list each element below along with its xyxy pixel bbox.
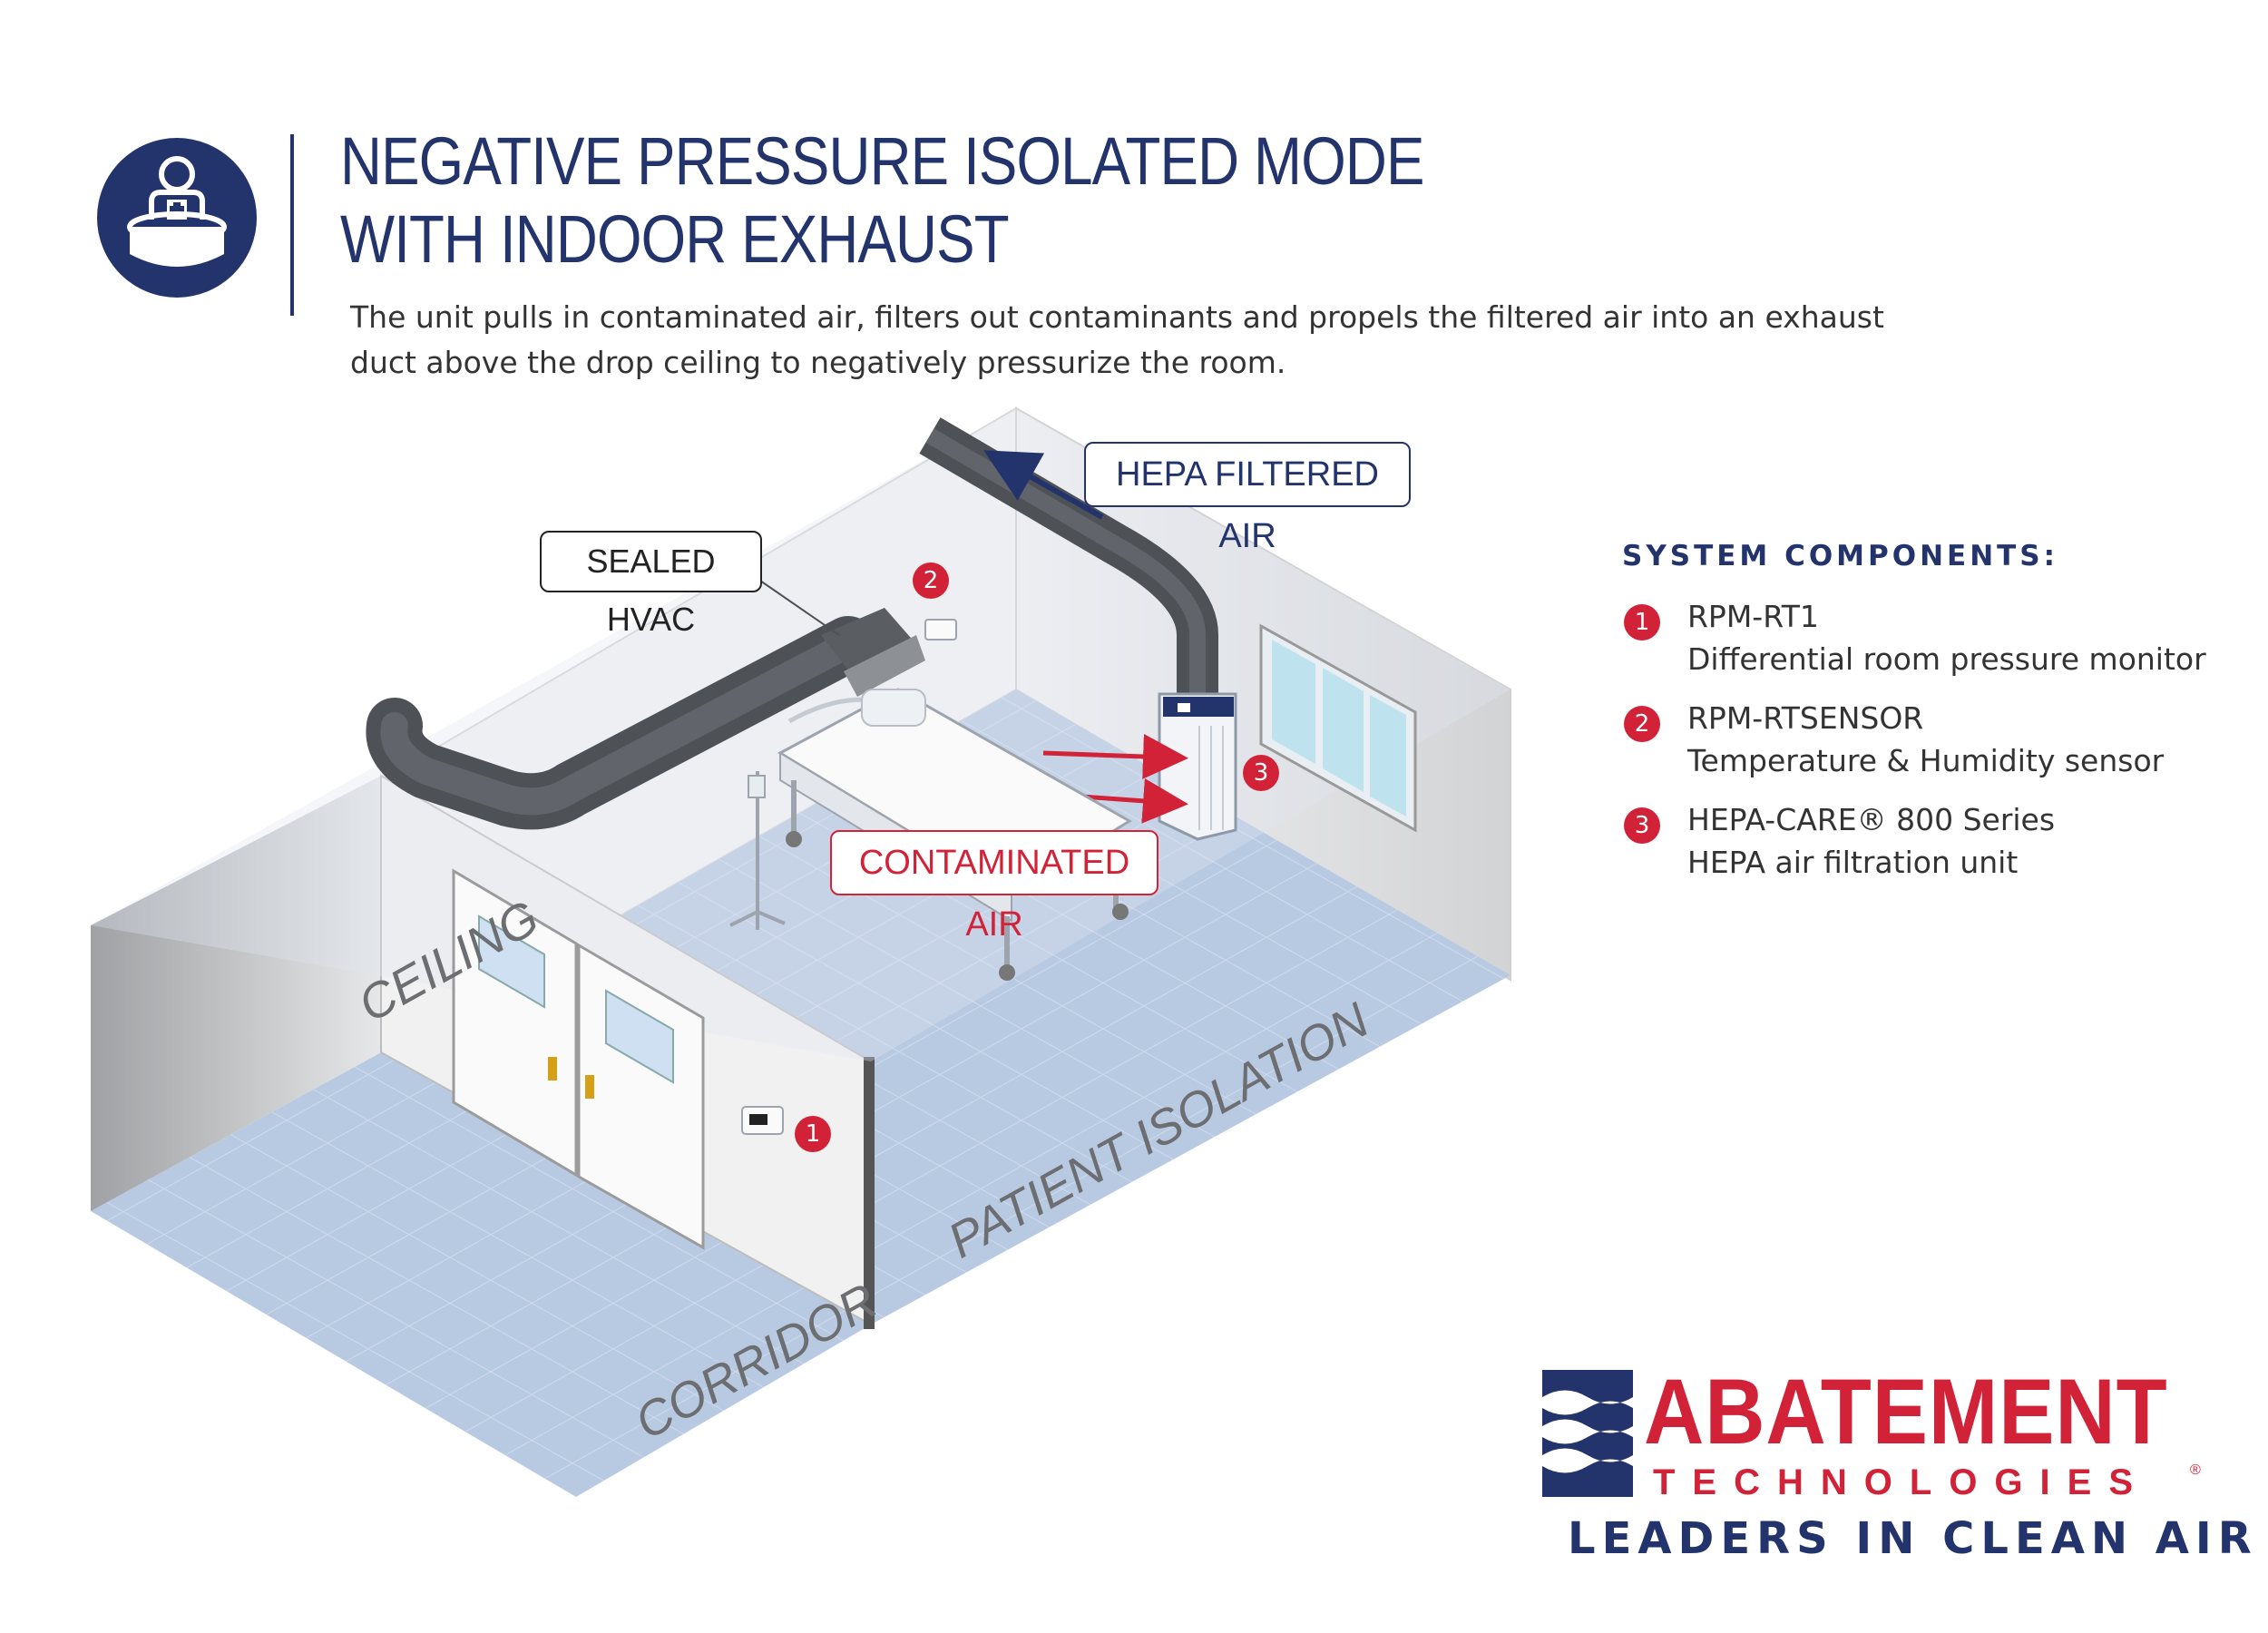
contaminated-airflow-arrow: [1042, 733, 1188, 779]
callout-contaminated-air: CONTAMINATED AIR: [830, 830, 1158, 944]
hepa-airflow-arrow: [983, 450, 1104, 520]
component-description: HEPA air filtration unit: [1687, 845, 2019, 880]
title-line-2: WITH INDOOR EXHAUST: [340, 201, 1010, 277]
marker-1: 1: [795, 1116, 831, 1152]
component-name: HEPA-CARE® 800 Series: [1687, 802, 2056, 837]
component-name: RPM-RT1: [1687, 599, 1819, 634]
logo-wordmark: ABATEMENT: [1644, 1360, 2168, 1463]
component-description: Differential room pressure monitor: [1687, 641, 2206, 677]
callout-hepa-filtered-air: HEPA FILTERED AIR: [1084, 442, 1411, 555]
component-number: 3: [1624, 807, 1660, 844]
logo-registered-mark: ®: [2190, 1462, 2201, 1478]
component-number: 2: [1624, 706, 1660, 742]
components-heading: SYSTEM COMPONENTS:: [1622, 540, 2059, 572]
marker-3: 3: [1243, 755, 1279, 791]
corridor-floor: [91, 1052, 871, 1497]
page-title: NEGATIVE PRESSURE ISOLATED MODE WITH IND…: [340, 122, 1424, 279]
component-number: 1: [1624, 604, 1660, 640]
logo-subtitle: TECHNOLOGIES: [1653, 1462, 2151, 1502]
title-line-1: NEGATIVE PRESSURE ISOLATED MODE: [340, 123, 1424, 199]
component-name: RPM-RTSENSOR: [1687, 700, 1924, 736]
marker-2: 2: [913, 562, 949, 599]
corridor-wall: [91, 776, 381, 1211]
component-description: Temperature & Humidity sensor: [1687, 743, 2165, 778]
abatement-logo-mark: [1542, 1370, 1633, 1497]
logo-tagline: LEADERS IN CLEAN AIR: [1568, 1513, 2258, 1564]
callout-sealed-hvac: SEALED HVAC: [540, 531, 762, 638]
rpm-rtsensor: [924, 619, 957, 640]
header-divider: [290, 134, 294, 316]
page-description: The unit pulls in contaminated air, filt…: [350, 299, 1884, 380]
iv-stand: [729, 771, 786, 930]
isolation-room-icon: [97, 138, 257, 298]
